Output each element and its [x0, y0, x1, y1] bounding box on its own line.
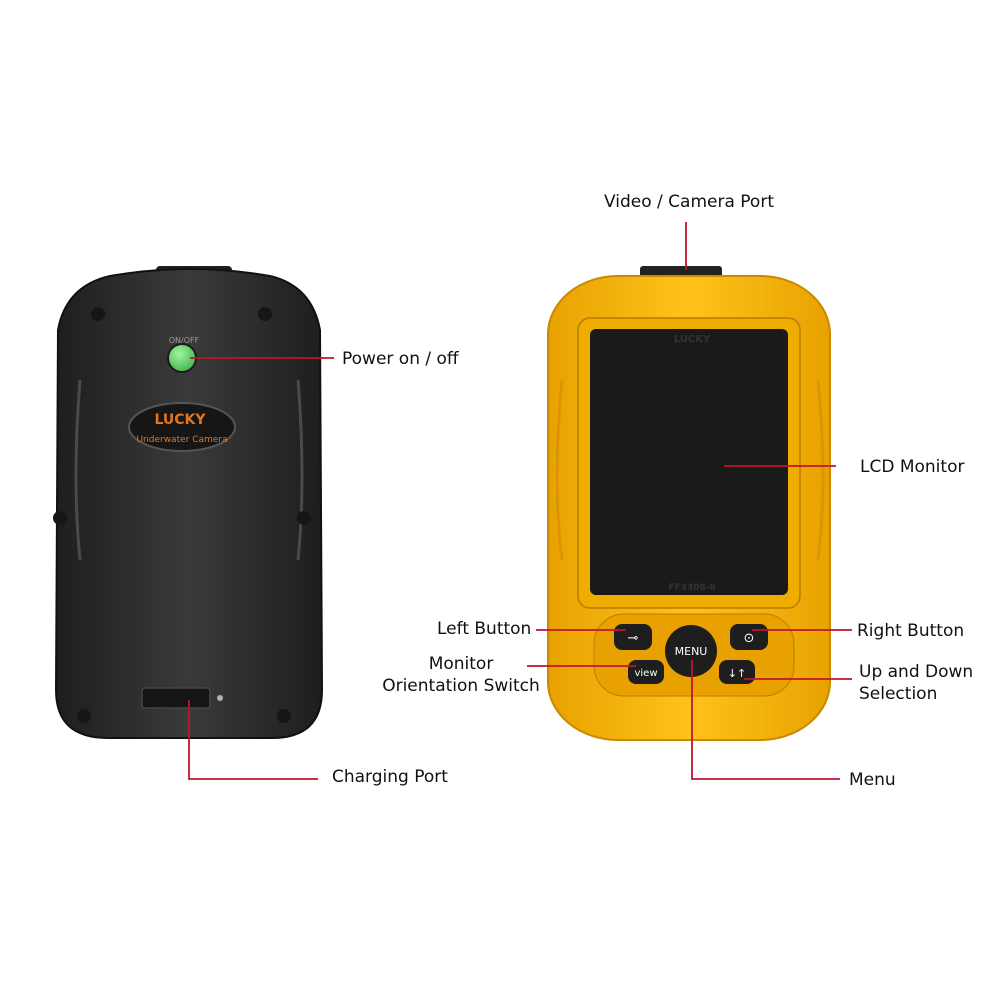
lcd-screen: [590, 329, 788, 595]
label-lcd-monitor: LCD Monitor: [860, 457, 965, 477]
label-monitor-orientation-line1: Monitor: [428, 654, 494, 674]
leader-charging-port: [188, 700, 318, 780]
menu-button-label: MENU: [675, 645, 708, 658]
button-panel: ⊸ ⊙ MENU view ↓↑: [593, 613, 795, 697]
label-monitor-orientation-line2: Orientation Switch: [382, 676, 540, 696]
screw: [91, 307, 105, 321]
front-unit: LUCKY FF3308-8 ⊸ ⊙ MENU view ↓↑: [547, 266, 831, 741]
screw: [258, 307, 272, 321]
leader-menu: [691, 660, 840, 780]
label-up-down-selection: Up and Down Selection: [859, 661, 973, 705]
up-down-button[interactable]: [719, 660, 755, 684]
screw: [277, 709, 291, 723]
screw: [77, 709, 91, 723]
view-button[interactable]: [628, 660, 664, 684]
label-video-camera-port: Video / Camera Port: [604, 192, 774, 212]
brand-badge: LUCKY Underwater Camera: [128, 402, 236, 452]
label-up-down-line1: Up and Down: [859, 662, 974, 682]
label-power: Power on / off: [342, 349, 459, 369]
model-number: FF3308-8: [668, 583, 715, 593]
label-up-down-line2: Selection: [859, 684, 938, 704]
charging-port-cover: [141, 687, 211, 709]
left-button-icon: ⊸: [628, 631, 639, 646]
up-down-icon: ↓↑: [728, 667, 746, 680]
back-logo-subtitle: Underwater Camera: [136, 435, 227, 445]
indicator-led: [217, 695, 223, 701]
back-logo-brand: LUCKY: [154, 412, 206, 428]
view-button-label: view: [634, 668, 657, 679]
back-unit: ON/OFF LUCKY Underwater Camera: [53, 266, 324, 739]
label-menu: Menu: [849, 770, 896, 790]
front-grip-ridge: [555, 379, 825, 561]
back-power-label: ON/OFF: [169, 336, 200, 345]
back-body-bevel: [74, 379, 304, 561]
front-brand: LUCKY: [674, 334, 711, 345]
back-body: [54, 268, 324, 739]
right-button-icon: ⊙: [744, 631, 755, 646]
label-monitor-orientation: Monitor Orientation Switch: [382, 653, 540, 697]
label-charging-port: Charging Port: [332, 767, 448, 787]
menu-button[interactable]: [665, 625, 717, 677]
screw: [53, 511, 67, 525]
screw: [297, 511, 311, 525]
label-right-button: Right Button: [857, 621, 965, 641]
leader-lines: [188, 222, 852, 780]
label-left-button: Left Button: [437, 619, 532, 639]
